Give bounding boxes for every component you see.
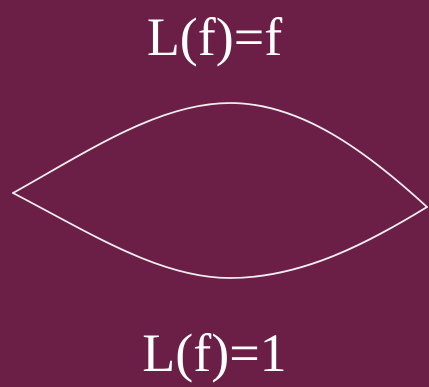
bottom-label: L(f)=1 bbox=[142, 323, 287, 383]
upper-curve bbox=[12, 102, 428, 208]
top-label: L(f)=f bbox=[146, 7, 283, 67]
lower-curve bbox=[12, 192, 428, 279]
